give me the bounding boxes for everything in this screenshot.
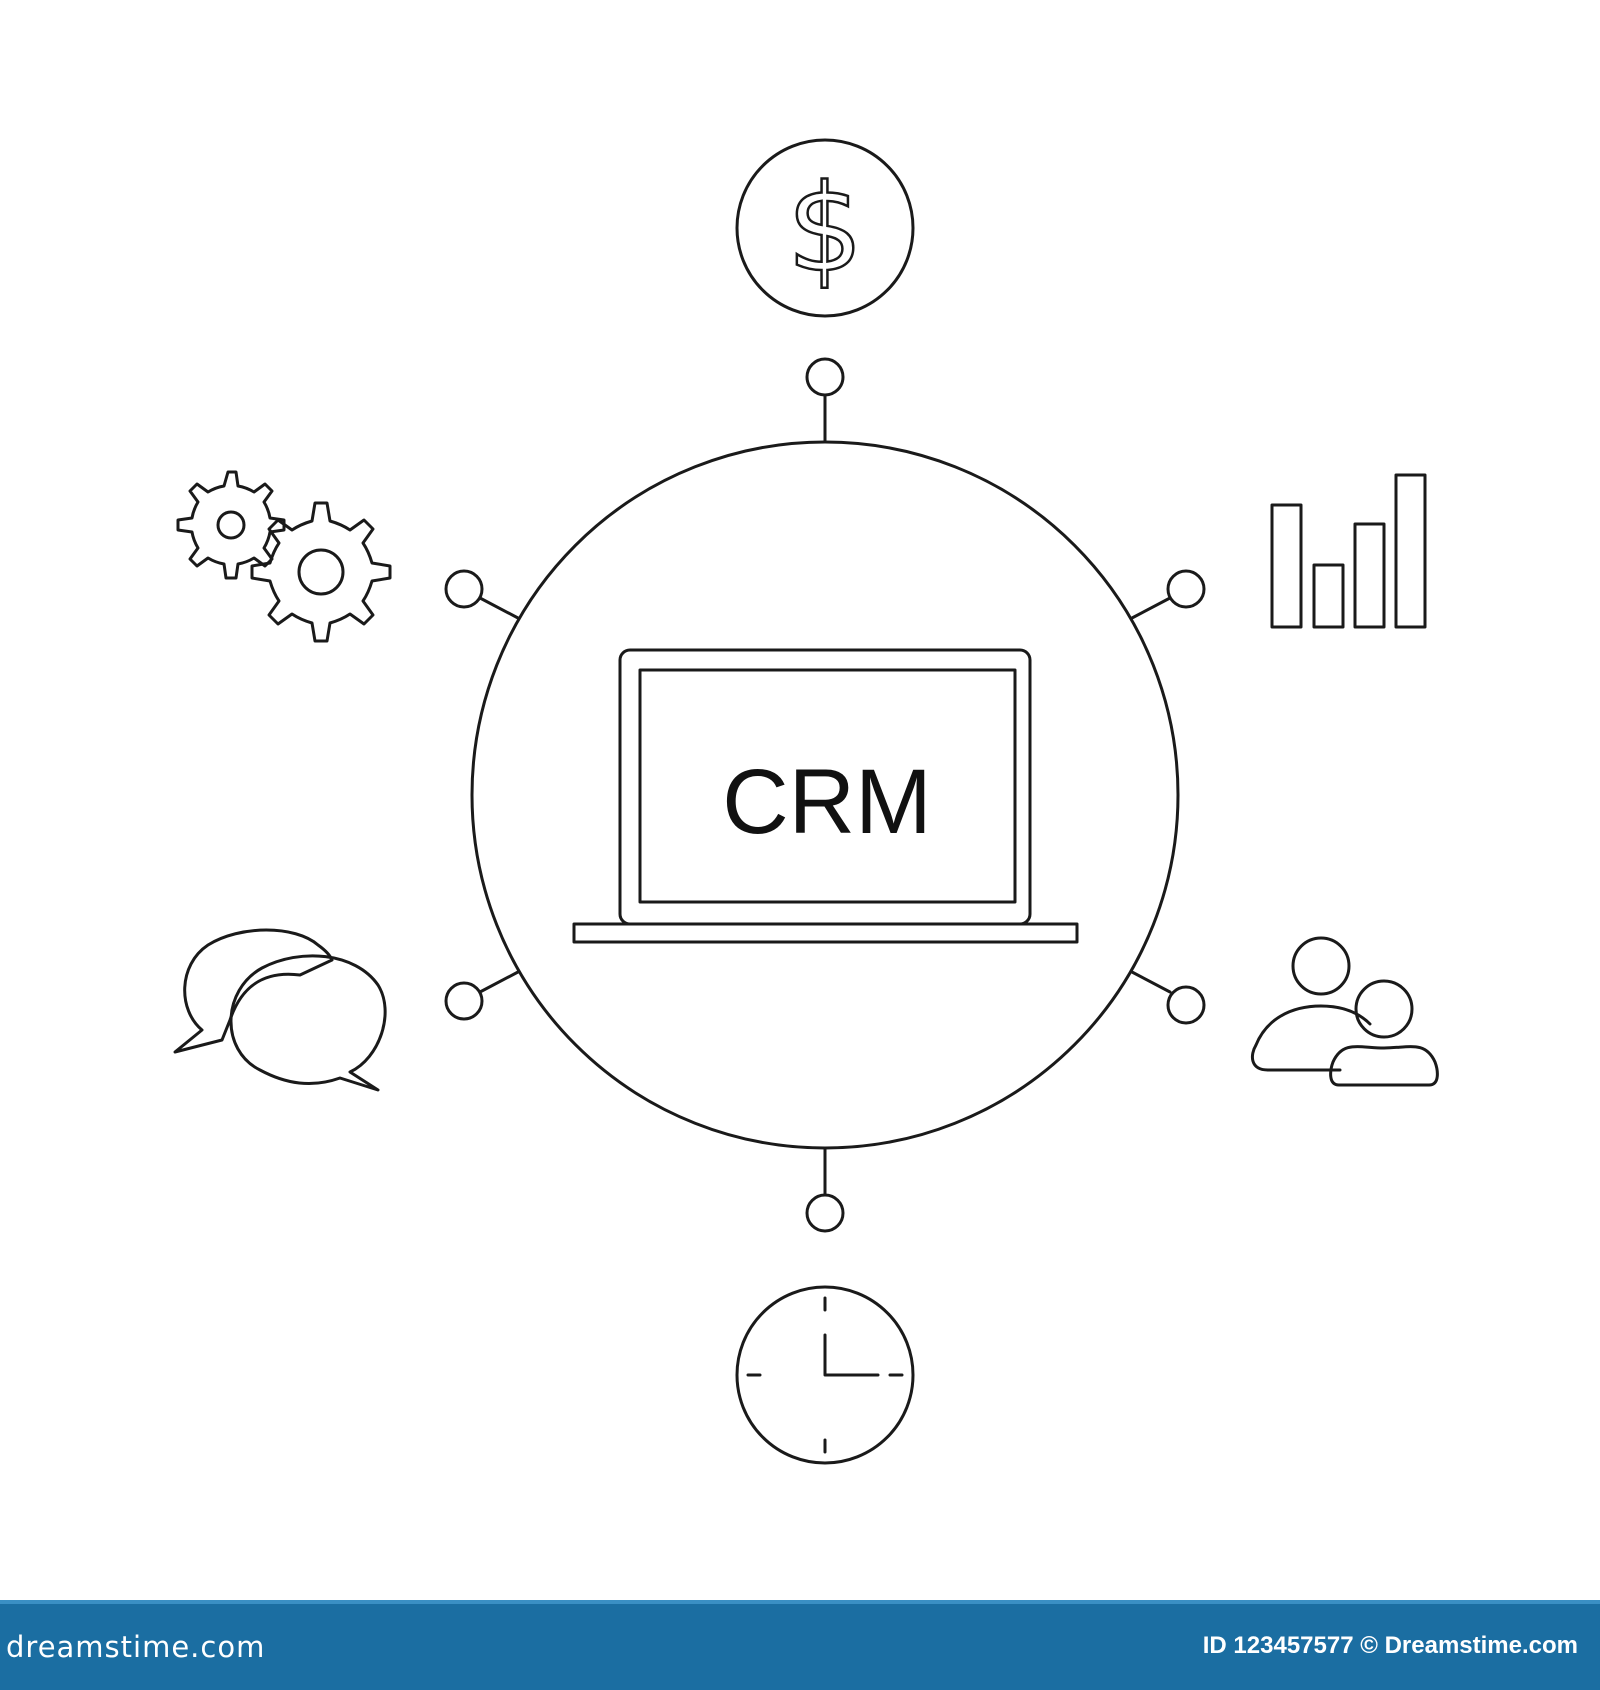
connector-bottom <box>805 1146 845 1233</box>
connector-lower-right <box>1130 970 1206 1025</box>
image-id-text: ID 123457577 © Dreamstime.com <box>1202 1632 1578 1659</box>
clock-icon <box>735 1285 915 1465</box>
chat-bubbles-icon <box>173 928 387 1092</box>
dollar-glyph: $ <box>787 160 863 299</box>
gears-icon <box>176 470 392 643</box>
connector-top <box>805 357 845 444</box>
connector-upper-right <box>1130 569 1206 620</box>
center-label: CRM <box>722 751 932 853</box>
footer-band <box>0 1600 1600 1604</box>
users-icon <box>1250 936 1439 1087</box>
dollar-coin-icon: $ <box>735 138 915 318</box>
laptop-icon <box>572 648 1079 944</box>
footer: dreamstime.com ID 123457577 © Dreamstime… <box>0 1600 1600 1690</box>
connector-upper-left <box>444 569 520 620</box>
site-logo[interactable]: dreamstime.com <box>6 1630 266 1664</box>
crm-diagram: CRM $ <box>173 138 1439 1465</box>
connector-lower-left <box>444 970 520 1021</box>
footer-bar: dreamstime.com ID 123457577 © Dreamstime… <box>0 1604 1600 1690</box>
bar-chart-icon <box>1270 473 1427 629</box>
